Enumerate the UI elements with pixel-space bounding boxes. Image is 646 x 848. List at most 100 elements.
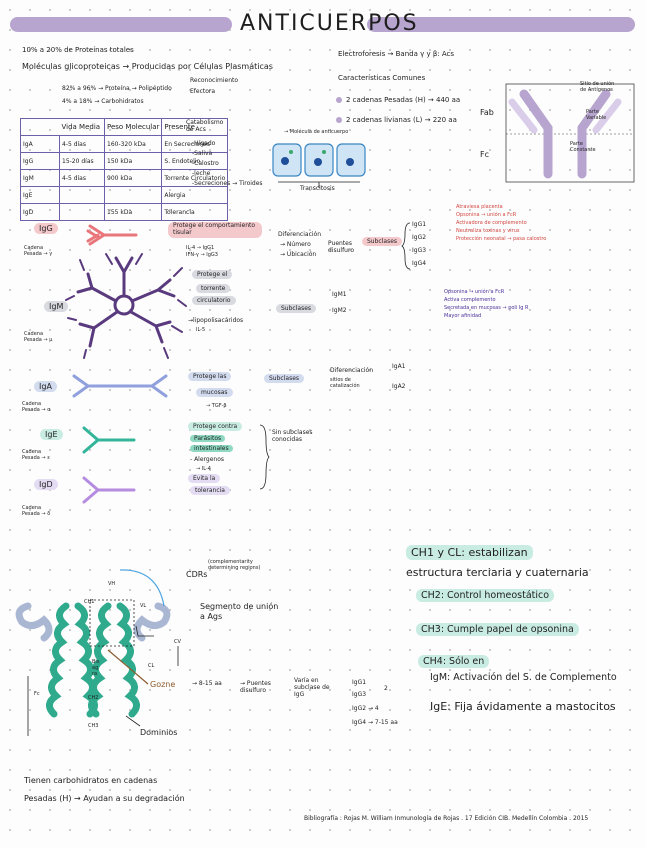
igm-lps: →lipopolisacáridos <box>188 317 244 324</box>
iga-function-1: Protege las <box>188 372 232 381</box>
fc-label: Fc <box>480 150 489 159</box>
igg-dif-numero: → Número <box>280 241 311 248</box>
igm-subclass-item: IgM2 <box>332 307 347 314</box>
table-cell <box>59 186 105 204</box>
bullet-icon <box>336 117 342 123</box>
table-cell: 4-5 días <box>59 169 105 187</box>
gozne-subclass-bracket: 2 <box>384 685 388 692</box>
igg-ifn: IFN-γ → IgG3 <box>186 252 218 258</box>
parte-variable-label: Parte Variable <box>586 109 607 121</box>
title-bar-right <box>367 17 635 32</box>
table-cell: 900 kDa <box>103 169 163 187</box>
iga-label-text: IgA <box>34 381 57 392</box>
parte-constante-label: Parte Constante <box>570 141 596 153</box>
transcytosis-diagram <box>272 143 366 188</box>
bisagra-label: Bisagra <box>92 659 100 677</box>
ige-sin-subclases: Sin subclases conocidas <box>272 429 313 443</box>
igd-chain: Cadena Pesada → δ <box>22 505 51 517</box>
igg-subclass-item: IgG3 <box>412 247 427 254</box>
intro-line-2: Moléculas glicoproteicas → Producidas po… <box>22 62 273 71</box>
table-cell: IgG <box>20 152 60 170</box>
catabolismo-item: -leche <box>192 170 211 177</box>
igd-antibody-icon <box>82 476 136 504</box>
dom-note-4-text: CH3: Cumple papel de opsonina <box>416 623 579 636</box>
antibody-structure-diagram <box>505 83 635 183</box>
red-note: Opsonina → unión a FcR <box>456 212 517 218</box>
domain-diagram <box>15 569 179 736</box>
cdrs-label: CDRs <box>186 570 208 579</box>
igm-subclases: Subclases <box>276 304 317 313</box>
igg-function: Protege el comportamiento tisular <box>168 222 262 238</box>
intro-line-3: 82% a 96% → Proteína → Polipéptido <box>62 85 172 92</box>
igg-brace <box>401 222 411 270</box>
igg-subclass-item: IgG2 <box>412 234 427 241</box>
ige-function-3: intestinales <box>190 445 233 453</box>
purple-note: Mayor afinidad <box>444 313 482 319</box>
table-header: Vida Media <box>59 118 105 136</box>
intro-line-4: 4% a 18% → Carbohidratos <box>62 98 144 105</box>
light-chain-note: 2 cadenas livianas (L) → 220 aa <box>336 116 457 124</box>
igd-label-text: IgD <box>34 479 58 490</box>
table-header-empty <box>20 118 60 136</box>
table-cell: IgA <box>20 135 60 153</box>
electroforesis-line: Electroforesis → Banda γ y β: Acs <box>338 50 455 58</box>
ch3-label: CH3 <box>88 723 99 729</box>
igg-subclass-item: IgG1 <box>412 221 427 228</box>
igm-function-1: Protege el <box>192 270 233 279</box>
table-cell: IgE <box>20 186 60 204</box>
fc-domain-label: Fc <box>34 691 40 697</box>
title-bar-left <box>10 17 232 32</box>
ige-label: IgE <box>40 429 63 440</box>
table-cell <box>103 186 163 204</box>
igg-subclases: Subclases <box>362 237 403 246</box>
ige-function-1: Protege contra <box>188 422 243 431</box>
catabolismo-item: -Hígado <box>192 140 216 147</box>
heavy-chain-text: 2 cadenas Pesadas (H) → 440 aa <box>346 96 461 104</box>
dom-note-1: CH1 y CL: estabilizan <box>406 545 533 560</box>
igg-label: IgG <box>34 223 58 234</box>
red-note: Atraviesa placenta <box>456 204 503 210</box>
iga-subclass-item: IgA2 <box>392 383 406 390</box>
dom-note-3-text: CH2: Control homeostático <box>416 589 555 602</box>
light-chain-text: 2 cadenas livianas (L) → 220 aa <box>346 116 457 124</box>
purple-note: Activa complemento <box>444 297 496 303</box>
igg-function-text: Protege el comportamiento tisular <box>168 222 262 238</box>
iga-function-2: mucosas <box>196 388 233 397</box>
table-cell: IgM <box>20 169 60 187</box>
igg-diferenciacion: Diferenciación <box>278 231 322 238</box>
ige-function-2-text: Parásitos <box>190 435 226 442</box>
catabolismo-item: -Saliva <box>192 150 213 157</box>
table-cell: 4-5 días <box>59 135 105 153</box>
igg-il4: IL-4 → IgG1 <box>186 245 215 251</box>
gozne-subclass: IgG1 <box>352 679 367 686</box>
igm-il5: IL-5 <box>196 327 206 333</box>
catabolismo-item: -Secreciones → Tiroides <box>192 180 263 187</box>
table-cell: 160-320 kDa <box>103 135 163 153</box>
gozne-subclass: IgG2 → 4 <box>352 705 379 712</box>
igm-function-2: torrente <box>196 284 231 293</box>
ige-chain: Cadena Pesada → ε <box>22 449 50 461</box>
igd-function-1-text: Evita la <box>188 474 221 483</box>
igm-function-2-text: torrente <box>196 284 231 293</box>
igm-label-text: IgM <box>44 301 69 312</box>
catabolismo-item: -Calostro <box>192 160 219 167</box>
igm-label: IgM <box>44 301 69 312</box>
varia-label: Varía en subclase de IgG <box>294 677 330 698</box>
dom-note-5-text: CH4: Sólo en <box>418 655 490 668</box>
igm-subclases-text: Subclases <box>276 304 317 313</box>
gozne-label: Gozne <box>150 680 176 689</box>
cl-label: CL <box>148 663 155 669</box>
igm-function-3-text: circulatorio <box>192 296 236 305</box>
bullet-icon <box>336 97 342 103</box>
dom-note-1-text: CH1 y CL: estabilizan <box>406 545 533 560</box>
caracteristicas-title: Características Comunes <box>338 74 426 82</box>
intro-line-1: 10% a 20% de Proteínas totales <box>22 46 134 54</box>
iga-function-2-text: mucosas <box>196 388 233 397</box>
igm-function-1-text: Protege el <box>192 270 233 279</box>
gozne-value: → 8-15 aa <box>192 680 222 687</box>
ige-function-2: Parásitos <box>190 435 226 443</box>
iga-chain: Cadena Pesada → α <box>22 401 51 413</box>
segmento-label: Segmento de unión a Ags <box>200 602 279 621</box>
igm-chain: Cadena Pesada → μ <box>24 331 53 343</box>
